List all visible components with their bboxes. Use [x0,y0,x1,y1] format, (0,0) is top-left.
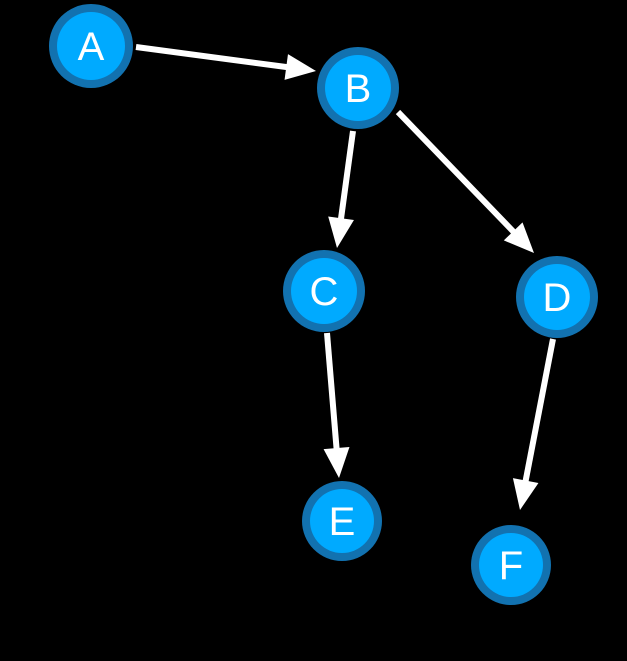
nodes-layer: A B C D E F [49,4,598,605]
arrow-head-icon [328,216,354,248]
node-fill [325,55,391,121]
edge-d-f[interactable] [512,338,556,510]
node-fill [310,489,374,553]
node-label: A [78,25,105,69]
node-fill [479,533,543,597]
node-label: E [329,500,356,544]
node-label: C [310,270,339,314]
edge-line [395,109,520,239]
edge-line [337,130,356,226]
graph-node-f[interactable]: F [471,525,551,605]
edges-layer [135,44,556,510]
edge-a-b[interactable] [135,44,316,80]
edge-b-c[interactable] [328,130,356,248]
node-label: D [543,276,572,320]
node-fill [524,264,590,330]
edge-line [135,44,294,71]
node-label: F [499,544,523,588]
graph-node-b[interactable]: B [317,47,399,129]
graph-node-c[interactable]: C [283,250,365,332]
edge-line [521,338,556,488]
arrow-head-icon [503,222,534,253]
node-fill [291,258,357,324]
graph-node-d[interactable]: D [516,256,598,338]
arrow-head-icon [323,447,350,478]
arrow-head-icon [512,478,539,510]
node-fill [57,12,125,80]
edge-line [324,332,341,455]
graph-node-e[interactable]: E [302,481,382,561]
edge-c-e[interactable] [323,332,350,478]
edge-b-d[interactable] [395,109,534,253]
node-label: B [345,67,372,111]
graph-node-a[interactable]: A [49,4,133,88]
arrow-head-icon [284,54,316,80]
